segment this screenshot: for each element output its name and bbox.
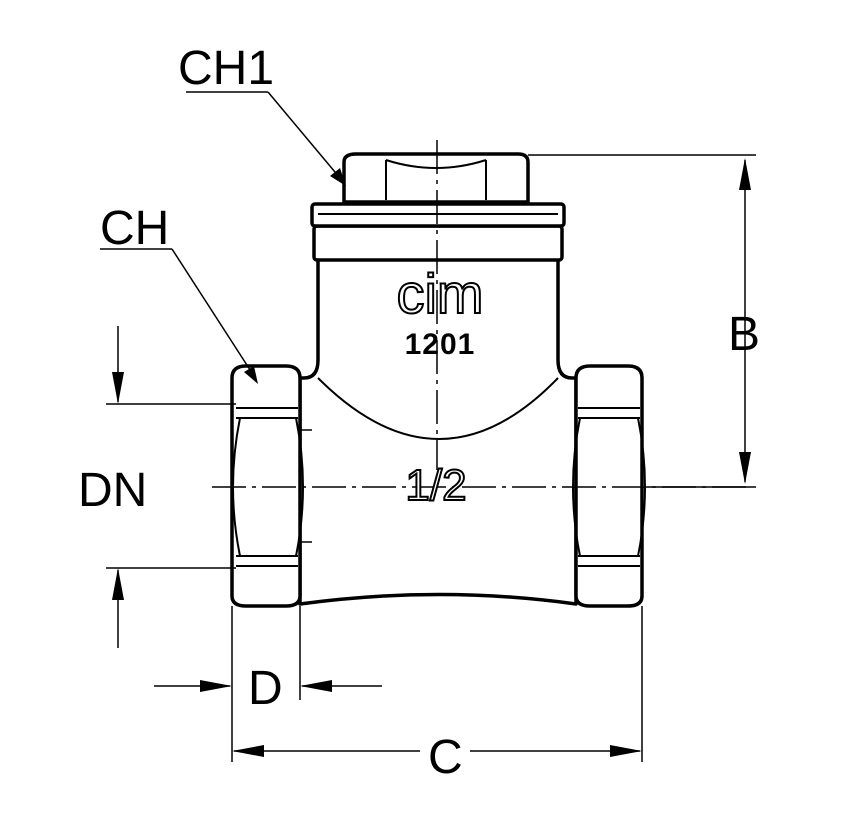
label-b: B bbox=[728, 308, 760, 361]
ch-leader bbox=[100, 248, 258, 384]
label-dn: DN bbox=[78, 464, 147, 517]
label-c: C bbox=[428, 731, 463, 784]
label-ch: CH bbox=[100, 202, 169, 255]
label-d: D bbox=[248, 662, 283, 715]
ch1-leader bbox=[186, 91, 346, 186]
brand-mark: cim bbox=[396, 262, 483, 325]
dimension-d bbox=[154, 606, 382, 762]
dimension-dn bbox=[106, 326, 236, 648]
dimension-b bbox=[528, 154, 756, 488]
valve-body bbox=[230, 152, 646, 608]
dimension-c bbox=[232, 606, 643, 762]
model-mark: 1201 bbox=[405, 328, 476, 361]
size-mark: 1/2 bbox=[405, 461, 466, 510]
label-ch1: CH1 bbox=[178, 42, 274, 95]
